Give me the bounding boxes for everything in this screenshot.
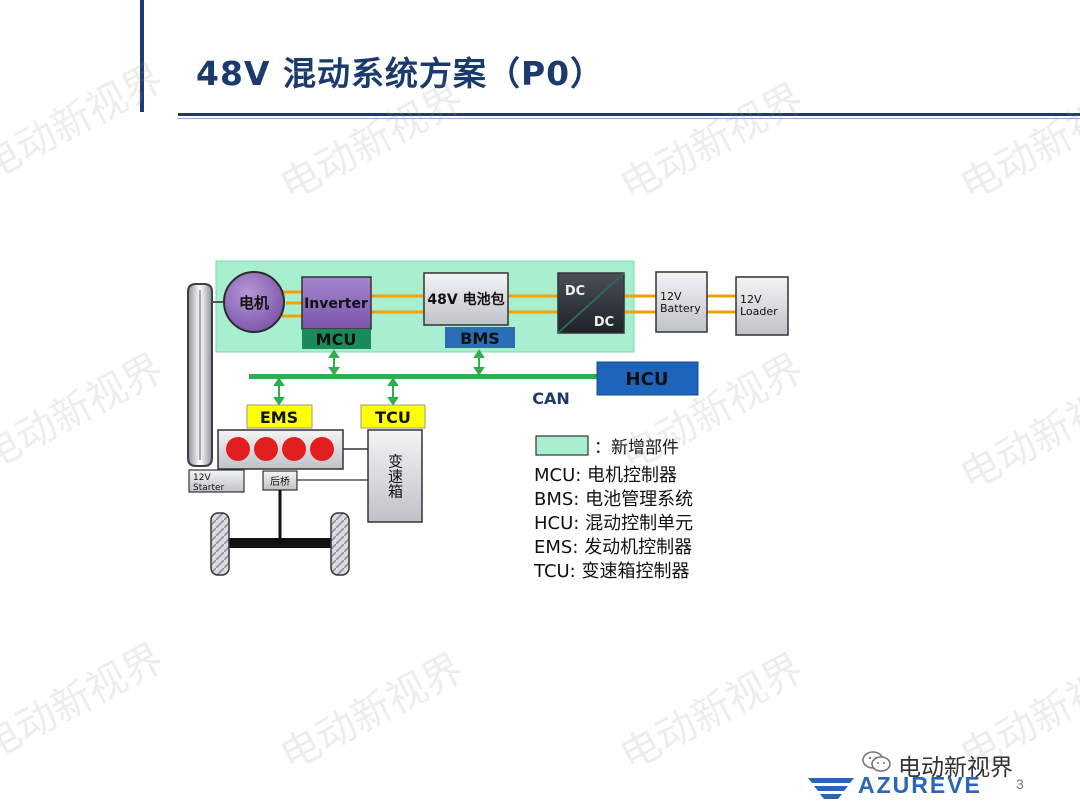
cylinder — [310, 437, 334, 461]
page-number: 3 — [1016, 776, 1024, 792]
power-lines-dcdc-12v — [624, 294, 656, 314]
rear-axle: 后桥 — [262, 470, 368, 491]
accessory-belt — [187, 283, 213, 467]
title-underline-thin — [178, 118, 1080, 119]
legend-item: MCU: 电机控制器 — [534, 465, 677, 486]
starter-line2: Starter — [193, 483, 225, 493]
legend-item: HCU: 混动控制单元 — [534, 513, 693, 534]
power-lines-12v-loader — [707, 294, 736, 314]
battery-12v-line1: 12V — [660, 290, 682, 303]
hcu: HCU — [596, 361, 699, 396]
inverter-label: Inverter — [304, 296, 368, 312]
battery-12v: 12V Battery — [655, 271, 708, 333]
drivetrain — [210, 490, 350, 576]
motor-label: 电机 — [239, 294, 269, 312]
battery-pack-label: 48V 电池包 — [427, 291, 504, 308]
title-accent-bar — [140, 0, 144, 112]
slide-title: 48V 混动系统方案（P0） — [196, 54, 605, 93]
dcdc-bottom-label: DC — [594, 315, 614, 330]
starter-12v: 12V Starter — [188, 469, 245, 493]
legend: ：新增部件 MCU: 电机控制器 BMS: 电池管理系统 HCU: 混动控制单元… — [533, 435, 693, 582]
loader-12v: 12V Loader — [735, 276, 789, 336]
wechat-icon — [862, 751, 891, 772]
legend-item: EMS: 发动机控制器 — [534, 537, 692, 558]
loader-12v-line1: 12V — [740, 293, 762, 306]
can-label: CAN — [532, 389, 570, 408]
starter-line1: 12V — [193, 473, 211, 483]
dcdc-top-label: DC — [565, 284, 585, 299]
hcu-label: HCU — [626, 369, 669, 390]
power-lines-motor-inverter — [282, 290, 302, 318]
wheel-right — [330, 512, 350, 576]
dcdc-converter: DC DC — [557, 272, 625, 334]
gearbox: 变速箱 — [367, 429, 423, 523]
mcu-tag: MCU — [302, 329, 371, 349]
can-bus — [249, 374, 597, 379]
cylinder — [282, 437, 306, 461]
gearbox-label: 变速箱 — [386, 454, 404, 499]
can-links — [273, 349, 485, 406]
cylinder — [254, 437, 278, 461]
battery-pack-48v: 48V 电池包 — [423, 272, 509, 326]
mcu-label: MCU — [316, 330, 357, 349]
power-lines-inverter-battery — [371, 294, 424, 314]
battery-12v-line2: Battery — [660, 302, 701, 315]
bms-tag: BMS — [445, 327, 515, 348]
legend-new-part-label: ：新增部件 — [594, 438, 679, 458]
tcu-label: TCU — [375, 408, 411, 427]
legend-item: TCU: 变速箱控制器 — [533, 561, 689, 582]
rear-axle-label: 后桥 — [270, 476, 290, 488]
cylinder — [226, 437, 250, 461]
tcu: TCU — [360, 404, 426, 429]
legend-new-part-swatch — [535, 435, 589, 456]
loader-12v-line2: Loader — [740, 305, 778, 318]
ems: EMS — [246, 404, 313, 429]
azureve-logo-icon — [808, 778, 854, 799]
motor: 电机 — [223, 271, 285, 333]
title-underline — [178, 113, 1080, 116]
inverter: Inverter — [301, 276, 372, 330]
wheel-left — [210, 512, 230, 576]
legend-item: BMS: 电池管理系统 — [534, 489, 693, 510]
brand-name: AZUREVE — [858, 772, 982, 798]
power-lines-battery-dcdc — [508, 294, 558, 314]
ems-label: EMS — [260, 408, 298, 427]
engine-block — [217, 429, 344, 470]
bms-label: BMS — [460, 329, 500, 348]
wechat-account-label: 电动新视界 — [898, 755, 1013, 781]
